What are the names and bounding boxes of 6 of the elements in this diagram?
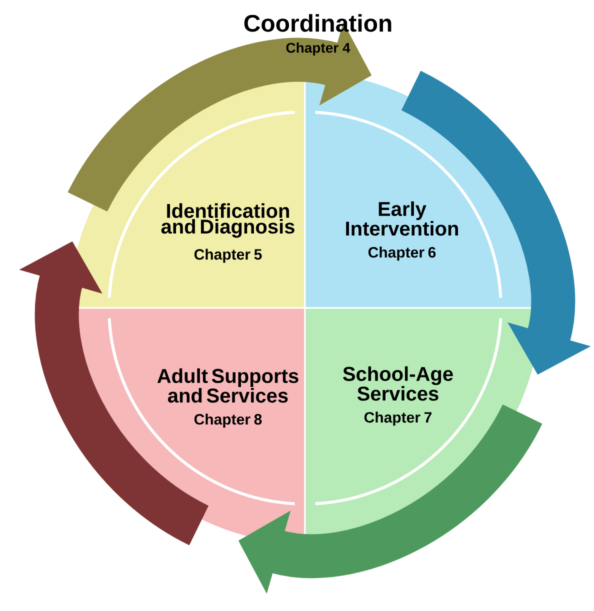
quadrant: Identification and Diagnosis Chapter 5 (68, 71, 306, 309)
ring-title: Coordination (244, 14, 392, 32)
quadrant: Adult Supports and Services Chapter 8 (68, 307, 306, 545)
quadrant: School-Age Services Chapter 7 (304, 307, 542, 545)
ring-subtitle: Chapter 4 (286, 42, 350, 56)
quadrant: Early Intervention Chapter 6 (304, 71, 542, 309)
